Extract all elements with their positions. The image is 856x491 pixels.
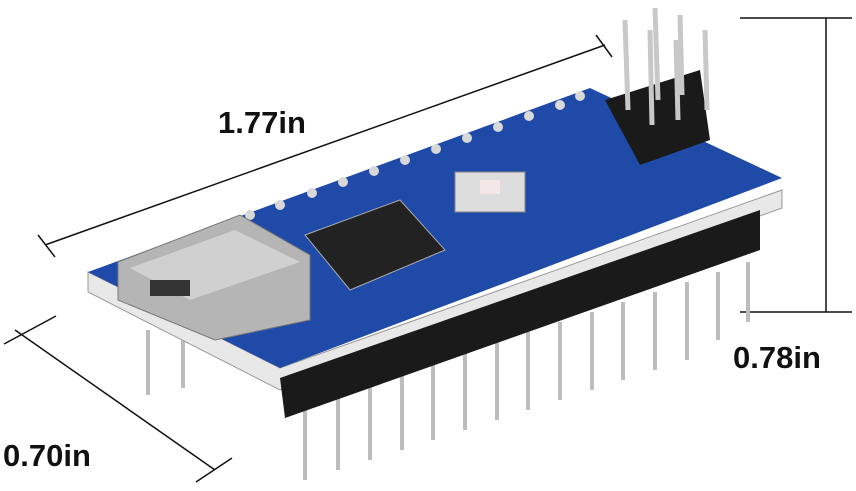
bottom-header: [280, 210, 760, 418]
length-dimension-line: [44, 44, 606, 246]
pin-pads: [245, 91, 585, 220]
length-label: 1.77in: [218, 105, 306, 140]
width-dimension-line: [14, 329, 216, 471]
microcontroller-chip: [304, 199, 446, 291]
height-label: 0.78in: [733, 340, 821, 375]
top-pins: [622, 7, 710, 126]
width-label: 0.70in: [3, 438, 91, 473]
dimension-lines: [3, 17, 852, 483]
